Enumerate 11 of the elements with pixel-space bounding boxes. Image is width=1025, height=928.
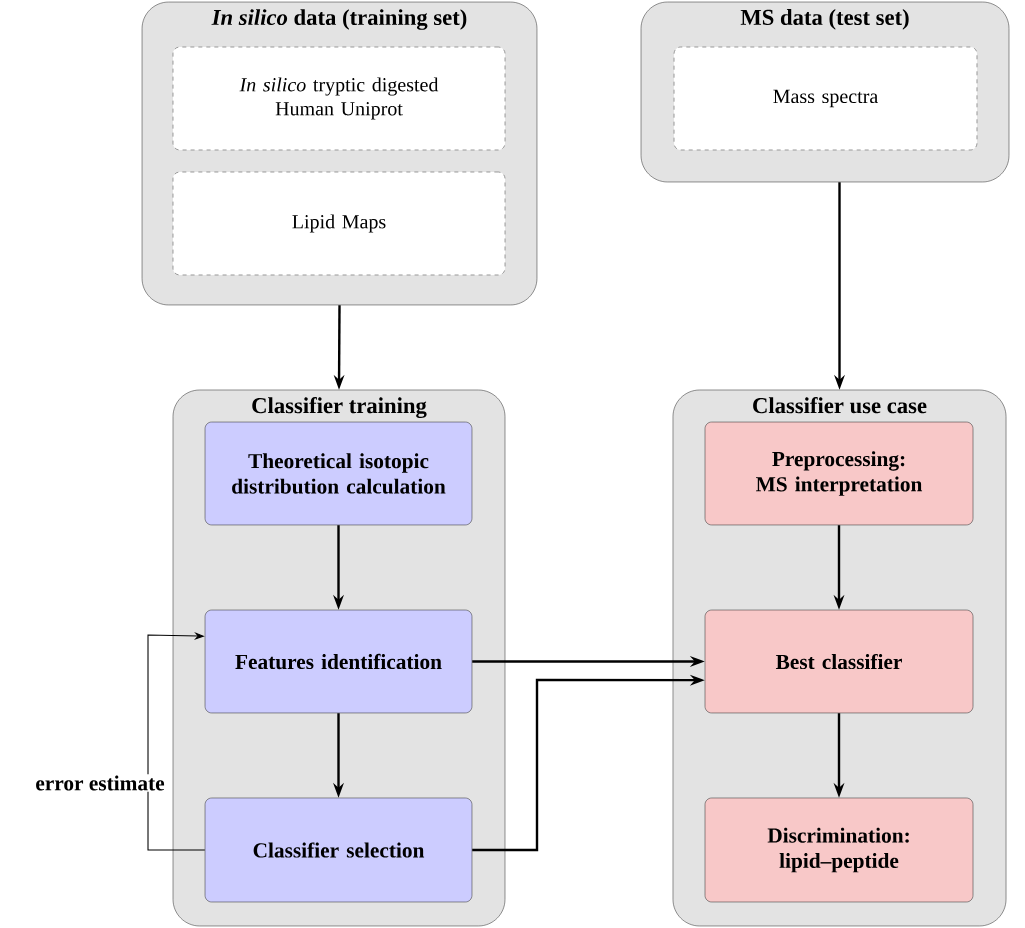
- process-box: Preprocessing: MS interpretation: [704, 421, 974, 526]
- process-box: Discrimination: lipid–peptide: [704, 797, 974, 903]
- source-box: Lipid Maps: [172, 171, 506, 276]
- process-box: Theoretical isotopic distribution calculation: [204, 421, 473, 526]
- process-box: Features identification: [204, 609, 473, 714]
- process-box: Classifier selection: [204, 797, 473, 903]
- source-box: Mass spectra: [673, 46, 978, 151]
- source-box: In silico tryptic digested Human Uniprot: [172, 46, 506, 151]
- process-box: Best classifier: [704, 609, 974, 714]
- arrow: [147, 631, 206, 851]
- edge-label: error estimate: [34, 774, 166, 792]
